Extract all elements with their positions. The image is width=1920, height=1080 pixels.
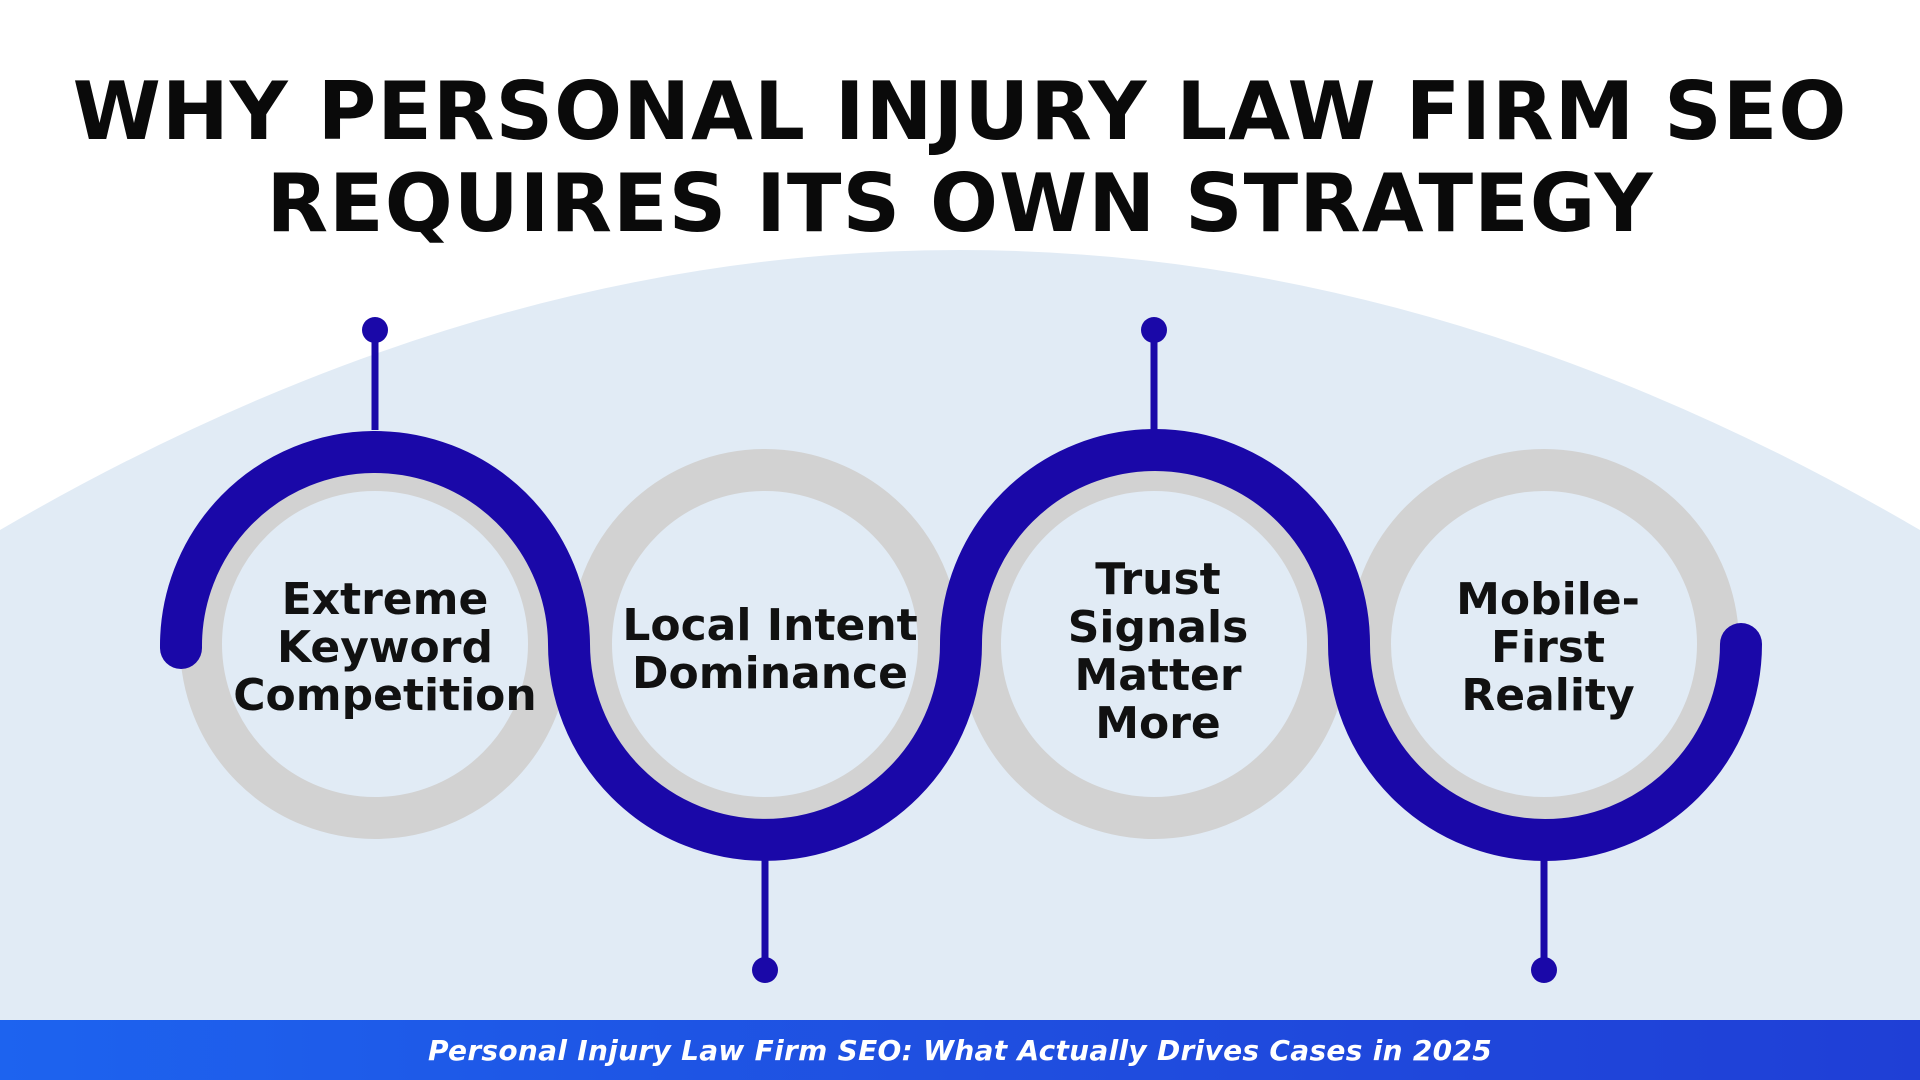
blue-serpentine-path [159, 429, 1762, 861]
title-line-1: WHY PERSONAL INJURY LAW FIRM SEO [72, 65, 1848, 158]
title-line-2: REQUIRES ITS OWN STRATEGY [266, 157, 1654, 250]
pin-dot-3 [1141, 317, 1167, 343]
gray-ring-2 [570, 449, 960, 839]
pin-dot-1 [362, 317, 388, 343]
pin-dot-2 [752, 957, 778, 983]
pin-dot-4 [1531, 957, 1557, 983]
step-label-1: Extreme Keyword Competition [233, 574, 537, 721]
footer-caption: Personal Injury Law Firm SEO: What Actua… [427, 1033, 1493, 1067]
step-label-2: Local Intent Dominance [622, 600, 918, 699]
footer-band: Personal Injury Law Firm SEO: What Actua… [0, 1020, 1920, 1080]
step-label-4: Mobile-First Reality [1456, 574, 1640, 721]
page-title: WHY PERSONAL INJURY LAW FIRM SEO REQUIRE… [0, 66, 1920, 250]
step-label-3: Trust Signals Matter More [1067, 554, 1249, 749]
